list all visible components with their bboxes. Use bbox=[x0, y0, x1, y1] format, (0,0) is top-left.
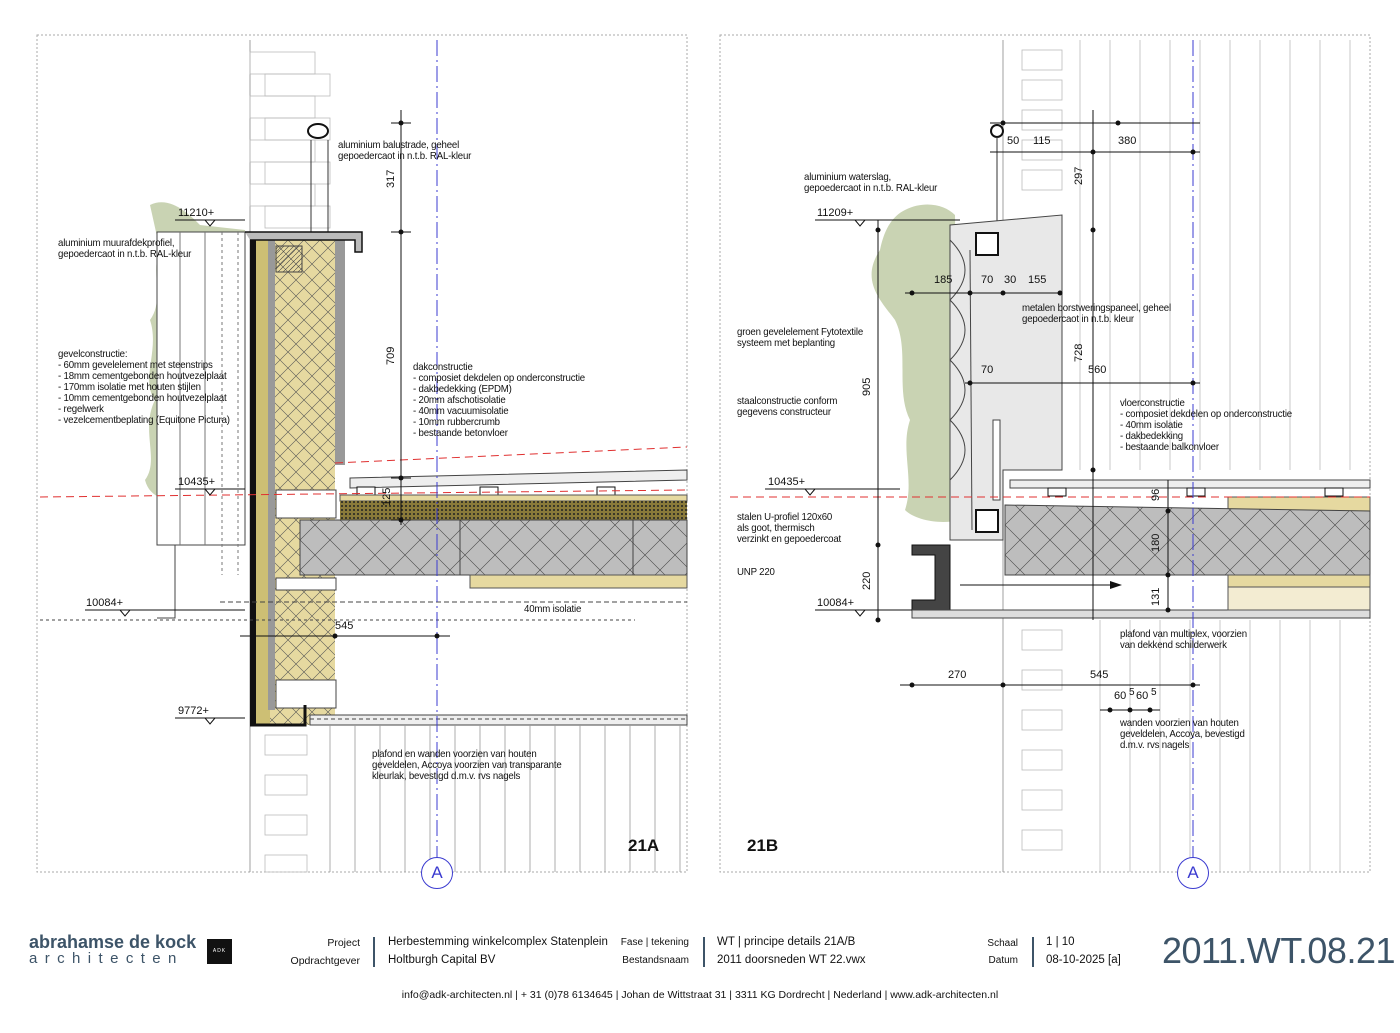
dim-115: 115 bbox=[1033, 135, 1051, 147]
note-waterslag: aluminium waterslag, gepoedercaot in n.t… bbox=[804, 171, 938, 194]
dim-380: 380 bbox=[1118, 135, 1137, 147]
date-label: Datum bbox=[988, 955, 1018, 966]
note-gevelconstructie: gevelconstructie: - 60mm gevelelement me… bbox=[58, 348, 230, 426]
axis-label-a-left: A bbox=[421, 857, 453, 889]
note-plafond: plafond en wanden voorzien van houten ge… bbox=[372, 748, 562, 782]
detail-id-21b: 21B bbox=[747, 836, 779, 855]
level-10435-right: 10435+ bbox=[768, 476, 806, 488]
dim-30: 30 bbox=[1004, 274, 1017, 286]
dim-5-b: 5 bbox=[1151, 687, 1157, 698]
dim-545-right: 545 bbox=[1090, 669, 1109, 681]
note-dakconstructie: dakconstructie - composiet dekdelen op o… bbox=[413, 361, 585, 439]
dim-270: 270 bbox=[948, 669, 967, 681]
dim-60-a: 60 bbox=[1114, 690, 1127, 702]
client-label: Opdrachtgever bbox=[290, 955, 360, 967]
separator bbox=[1032, 937, 1034, 967]
dim-70-top: 70 bbox=[981, 274, 994, 286]
dim-5-a: 5 bbox=[1129, 687, 1135, 698]
dim-560: 560 bbox=[1088, 364, 1107, 376]
dim-297: 297 bbox=[1073, 166, 1085, 185]
note-unp: UNP 220 bbox=[737, 566, 775, 578]
phase-value: WT | principe details 21A/B bbox=[717, 936, 856, 948]
footer-contact: info@adk-architecten.nl | + 31 (0)78 613… bbox=[401, 989, 999, 1001]
level-11210: 11210+ bbox=[178, 207, 215, 219]
note-plafond-multiplex: plafond van multiplex, voorzien van dekk… bbox=[1120, 628, 1247, 651]
dim-905: 905 bbox=[861, 377, 873, 396]
frame-21a bbox=[36, 34, 688, 873]
scale-label: Schaal bbox=[987, 938, 1018, 949]
project-label: Project bbox=[327, 937, 360, 949]
note-borstweringspaneel: metalen borstweringspaneel, geheel gepoe… bbox=[1022, 302, 1171, 325]
separator bbox=[373, 937, 375, 967]
level-10435: 10435+ bbox=[178, 476, 216, 488]
note-vloerconstructie: vloerconstructie - composiet dekdelen op… bbox=[1120, 397, 1292, 453]
dim-728: 728 bbox=[1073, 343, 1085, 362]
note-wanden: wanden voorzien van houten geveldelen, A… bbox=[1120, 717, 1245, 751]
logo-subtitle: architecten bbox=[29, 950, 184, 967]
dim-155: 155 bbox=[1028, 274, 1047, 286]
client-value: Holtburgh Capital BV bbox=[388, 954, 496, 966]
dim-131: 131 bbox=[1150, 587, 1162, 606]
axis-label-a-right: A bbox=[1177, 857, 1209, 889]
logo-name: abrahamse de kock bbox=[29, 932, 197, 952]
dim-180: 180 bbox=[1150, 533, 1162, 552]
dim-709: 709 bbox=[385, 346, 397, 365]
dim-50: 50 bbox=[1007, 135, 1020, 147]
logo-mark: ADK bbox=[207, 939, 232, 964]
level-11209: 11209+ bbox=[817, 207, 854, 219]
file-label: Bestandsnaam bbox=[622, 955, 689, 966]
date-value: 08-10-2025 [a] bbox=[1046, 954, 1121, 966]
note-balustrade: aluminium balustrade, geheel gepoedercao… bbox=[338, 139, 472, 162]
dim-317: 317 bbox=[385, 169, 397, 188]
level-9772: 9772+ bbox=[178, 705, 209, 717]
project-value: Herbestemming winkelcomplex Statenplein bbox=[388, 936, 608, 948]
note-isolatie: 40mm isolatie bbox=[524, 603, 582, 615]
phase-label: Fase | tekening bbox=[620, 937, 689, 948]
dim-125: 125 bbox=[381, 487, 393, 506]
dim-60-b: 60 bbox=[1136, 690, 1149, 702]
level-10084: 10084+ bbox=[86, 597, 124, 609]
scale-value: 1 | 10 bbox=[1046, 936, 1075, 948]
note-staalconstructie: staalconstructie conform gegevens constr… bbox=[737, 395, 838, 418]
level-10084-right: 10084+ bbox=[817, 597, 855, 609]
dim-70-mid: 70 bbox=[981, 364, 994, 376]
note-muurafdekprofiel: aluminium muurafdekprofiel, gepoedercaot… bbox=[58, 237, 192, 260]
detail-21b-drawing bbox=[730, 40, 1371, 872]
note-u-profiel: stalen U-profiel 120x60 als goot, thermi… bbox=[737, 511, 842, 545]
detail-id-21a: 21A bbox=[628, 836, 660, 855]
detail-21a-drawing bbox=[39, 40, 688, 873]
file-value: 2011 doorsneden WT 22.vwx bbox=[717, 954, 866, 966]
separator bbox=[703, 937, 705, 967]
dim-545: 545 bbox=[335, 620, 354, 632]
note-groen-gevelelement: groen gevelelement Fytotextile systeem m… bbox=[737, 326, 864, 349]
dim-185: 185 bbox=[934, 274, 953, 286]
frame-21b bbox=[719, 34, 1371, 873]
sheet-number: 2011.WT.08.21 bbox=[1162, 930, 1395, 971]
dim-220: 220 bbox=[861, 571, 873, 590]
dim-96: 96 bbox=[1150, 488, 1162, 501]
